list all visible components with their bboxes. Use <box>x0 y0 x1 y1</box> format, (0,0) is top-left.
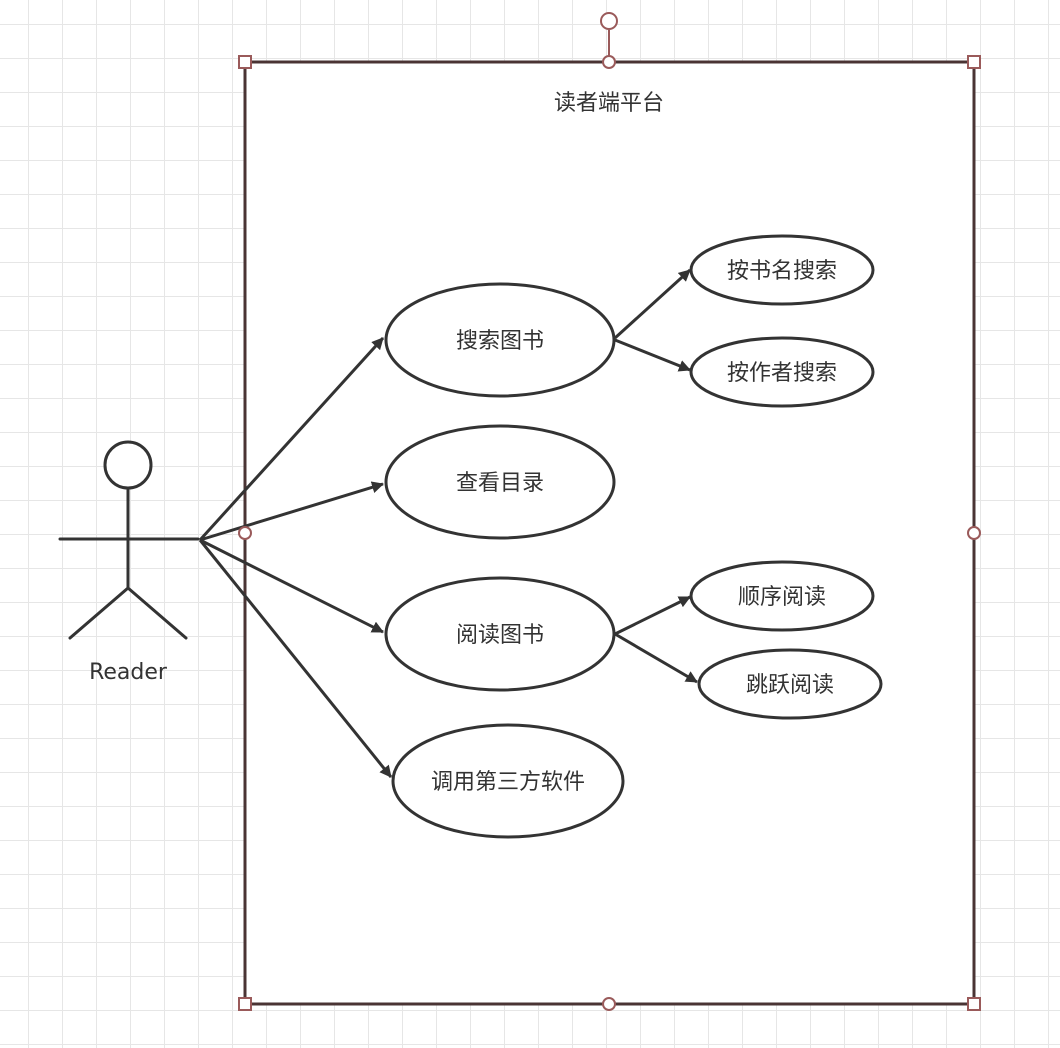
actor-head <box>103 440 153 490</box>
usecase-search-books-label: 搜索图书 <box>456 329 544 354</box>
actor-left-leg <box>68 586 130 640</box>
usecase-search-by-author[interactable]: 按作者搜索 <box>689 336 875 408</box>
usecase-read-book-label: 阅读图书 <box>456 623 544 648</box>
actor-label: Reader <box>89 660 168 685</box>
resize-handle-top[interactable] <box>602 55 616 69</box>
link-jump-read[interactable] <box>614 632 698 684</box>
resize-handle-top-left[interactable] <box>238 55 252 69</box>
usecase-third-party[interactable]: 调用第三方软件 <box>391 723 625 839</box>
resize-handle-right[interactable] <box>967 526 981 540</box>
resize-handle-top-right[interactable] <box>967 55 981 69</box>
resize-handle-left[interactable] <box>238 526 252 540</box>
actor-reader[interactable] <box>58 440 200 640</box>
system-boundary[interactable]: 读者端平台 <box>243 60 976 1006</box>
usecase-view-catalog[interactable]: 查看目录 <box>384 424 616 540</box>
resize-handle-bottom[interactable] <box>602 997 616 1011</box>
usecase-jump-read-label: 跳跃阅读 <box>746 673 834 698</box>
selection-handles[interactable] <box>238 12 981 1011</box>
usecase-search-by-author-label: 按作者搜索 <box>727 361 837 386</box>
usecase-view-catalog-label: 查看目录 <box>456 471 544 496</box>
assoc-search-books[interactable] <box>198 336 385 542</box>
usecase-read-book[interactable]: 阅读图书 <box>384 576 616 692</box>
link-sequential-read[interactable] <box>614 595 691 636</box>
usecase-search-by-title[interactable]: 按书名搜索 <box>689 234 875 306</box>
usecase-search-by-title-label: 按书名搜索 <box>727 259 837 284</box>
assoc-third-party[interactable] <box>198 539 393 778</box>
assoc-read-book[interactable] <box>199 538 384 634</box>
rotate-handle[interactable] <box>600 12 618 30</box>
usecase-third-party-label: 调用第三方软件 <box>431 770 585 795</box>
usecase-sequential-read[interactable]: 顺序阅读 <box>689 560 875 632</box>
assoc-view-catalog[interactable] <box>199 481 384 542</box>
usecase-jump-read[interactable]: 跳跃阅读 <box>697 648 883 720</box>
actor-right-leg <box>126 586 188 640</box>
link-search-by-title[interactable] <box>613 268 692 340</box>
usecase-search-books[interactable]: 搜索图书 <box>384 282 616 398</box>
system-title: 读者端平台 <box>554 91 664 116</box>
usecase-sequential-read-label: 顺序阅读 <box>738 585 826 610</box>
link-search-by-author[interactable] <box>614 338 691 372</box>
resize-handle-bottom-right[interactable] <box>967 997 981 1011</box>
resize-handle-bottom-left[interactable] <box>238 997 252 1011</box>
